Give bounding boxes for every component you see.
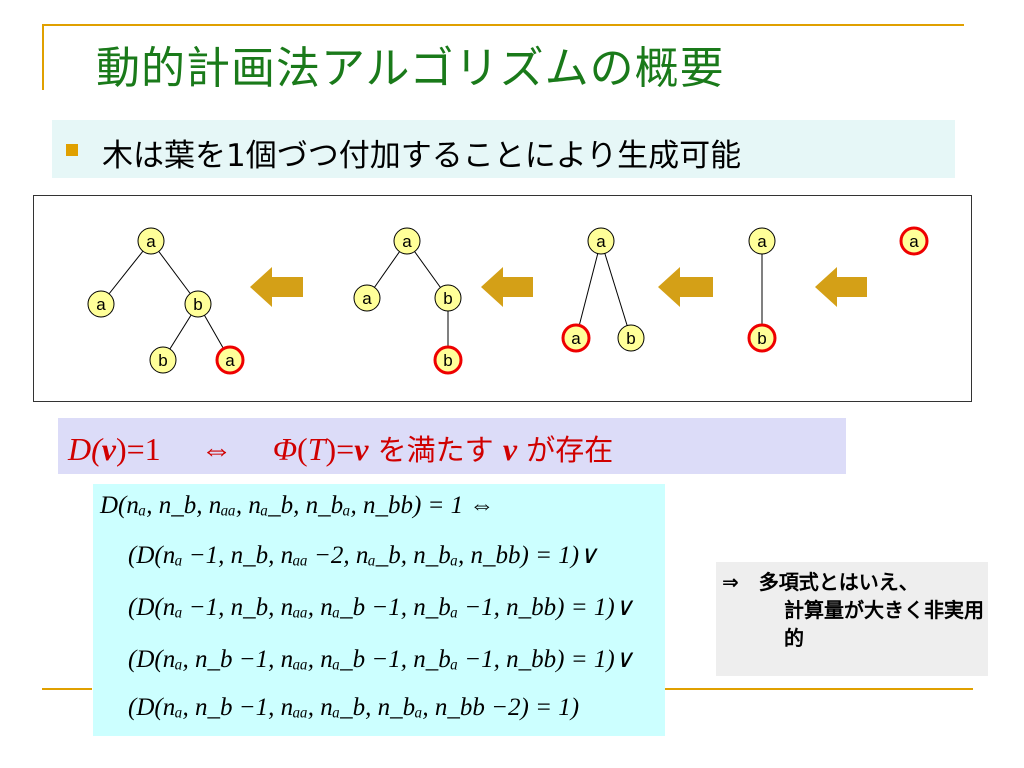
tree-node: a [137,227,165,255]
tree-node: b [617,324,645,352]
node-label: b [626,329,635,348]
node-label: a [571,329,581,348]
arrow-left-icon [815,267,867,307]
tree-node: a [353,284,381,312]
equation-var-v: v [502,431,518,467]
title-frame-vertical [42,24,44,90]
footer-rule-right [665,688,973,690]
node-label: a [909,232,919,251]
tree-node: a [393,227,421,255]
node-label: a [146,232,156,251]
bullet-box [52,120,955,178]
node-label: b [443,351,452,370]
equation-var-v: v [101,431,116,467]
node-label: a [402,232,412,251]
tree1: a a b b a [87,227,245,375]
node-label: a [757,232,767,251]
slide-title: 動的計画法アルゴリズムの概要 [96,43,725,94]
equation-var-v: v [354,431,369,467]
node-label: b [158,351,167,370]
bullet-text: 木は葉を1個づつ付加することにより生成可能 [102,138,742,174]
equation: D(v)=1 ⇔ Φ(T)=v を満たす v が存在 [68,424,613,470]
equation-iff: )=1 ⇔ [115,431,273,467]
node-label: a [362,289,372,308]
equation-paren: ( [297,431,308,467]
tree-node: b [149,346,177,374]
tree-node: b [434,284,462,312]
tree-node: a [87,290,115,318]
formula-line: (D(nₐ −1, n_b, nₐₐ, nₐ_b −1, n_bₐ −1, n_… [128,594,633,621]
note-line-1: ⇒ 多項式とはいえ、 [722,570,919,594]
tree3: a a b [561,227,645,353]
node-label: a [96,295,106,314]
tree-node-highlighted: a [899,226,929,256]
node-label: b [193,295,202,314]
note-line-2: 計算量が大きく非実用的 [784,598,984,650]
arrow-left-icon [250,267,303,307]
tree-node: b [184,290,212,318]
bullet-square-icon [66,144,78,156]
formula-line: (D(nₐ, n_b −1, nₐₐ, nₐ_b, n_bₐ, n_bb −2)… [128,694,580,721]
tree4: a b [747,227,777,353]
arrows [250,267,867,307]
node-label: a [225,351,235,370]
tree-node-highlighted: b [433,345,463,375]
tree5: a [899,226,929,256]
equation-equals: )= [325,431,355,467]
note-box [716,562,988,676]
formula-box [93,484,665,736]
tree-node: a [587,227,615,255]
formula-line: (D(nₐ, n_b −1, nₐₐ, nₐ_b −1, n_bₐ −1, n_… [128,646,633,673]
tree3-edge-root-b [600,240,632,339]
equation-var-t: T [307,431,326,467]
arrow-left-icon [481,267,533,307]
tree-node-highlighted: a [215,345,245,375]
equation-phi: Φ [272,431,298,467]
equation-box [58,418,846,474]
node-label: b [757,329,766,348]
footer-rule-left [42,688,92,690]
formula-line: (D(nₐ −1, n_b, nₐₐ −2, nₐ_b, n_bₐ, n_bb)… [128,542,598,569]
tree-node-highlighted: a [561,323,591,353]
formula-line: D(nₐ, n_b, nₐₐ, nₐ_b, n_bₐ, n_bb) = 1 ⇔ [100,492,495,519]
tree3-edge-root-a [575,240,602,339]
tree-diagram: a a b b a a a b [87,226,929,375]
tree2: a a b b [353,227,463,375]
equation-jp-text: が存在 [517,433,614,467]
node-label: b [443,289,452,308]
title-frame-horizontal [42,24,964,26]
note: ⇒ 多項式とはいえ、 計算量が大きく非実用的 [722,568,984,652]
node-label: a [596,232,606,251]
equation-jp-text: を満たす [368,433,503,467]
tree-node: a [748,227,776,255]
tree-node-highlighted: b [747,323,777,353]
equation-lhs: D( [68,431,102,467]
arrow-left-icon [658,267,713,307]
